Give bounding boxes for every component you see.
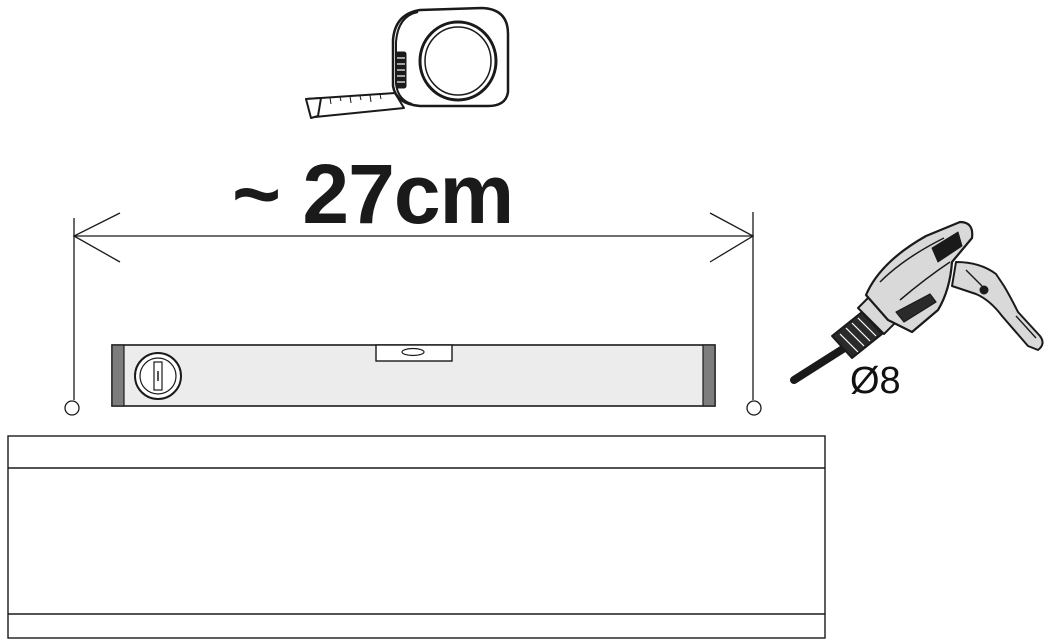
dimension-line bbox=[64, 212, 762, 416]
arrow-right bbox=[709, 212, 755, 263]
tape-measure-icon bbox=[305, 6, 510, 119]
drill-bit-diameter-label: Ø8 bbox=[850, 360, 901, 402]
marker-hole-right bbox=[746, 400, 762, 416]
marker-hole-left bbox=[64, 400, 80, 416]
drill-icon bbox=[790, 220, 1044, 384]
shelf-board bbox=[7, 435, 826, 639]
measurement-label: ~ 27cm bbox=[232, 147, 514, 241]
spirit-level-icon bbox=[111, 344, 716, 407]
arrow-left bbox=[72, 212, 121, 263]
